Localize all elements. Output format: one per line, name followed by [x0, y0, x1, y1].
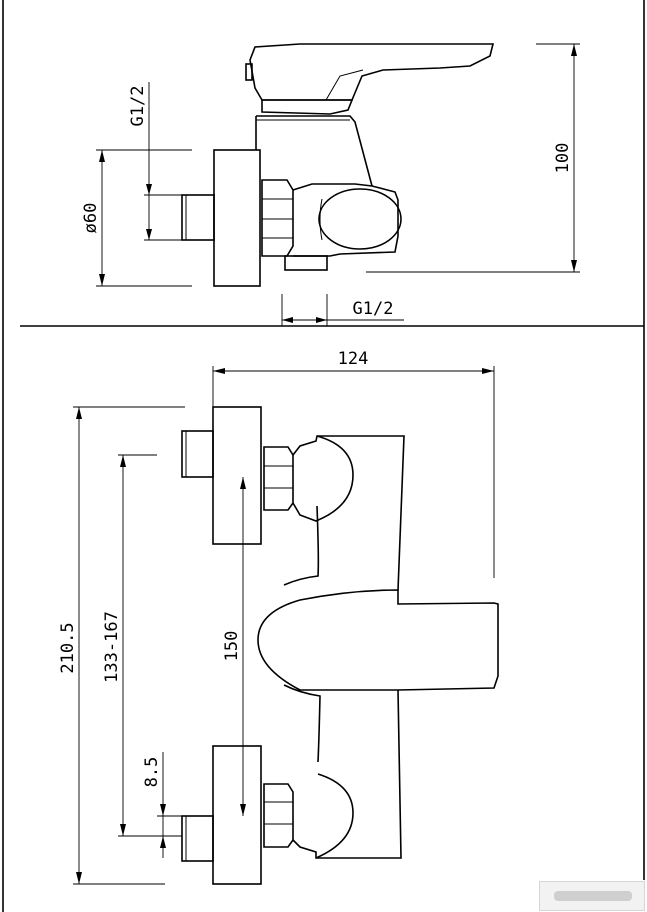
front-view-drawing	[181, 406, 499, 885]
side-view-drawing	[181, 43, 495, 287]
front-adjustable-centers-label: 133-167	[102, 611, 122, 683]
front-offset-label: 8.5	[142, 757, 162, 788]
side-height-label: 100	[553, 143, 573, 174]
side-outlet-thread-label: G1/2	[353, 299, 394, 319]
watermark-blur	[554, 891, 632, 901]
side-inlet-thread-label: G1/2	[128, 86, 148, 127]
front-view-dimensions	[73, 366, 495, 885]
front-width-label: 124	[338, 349, 369, 369]
front-nominal-centers-label: 150	[222, 631, 242, 662]
side-view-dimensions	[96, 43, 580, 326]
watermark	[539, 881, 645, 911]
side-flange-diameter-label: ø60	[81, 203, 101, 234]
front-height-label: 210.5	[58, 622, 78, 673]
